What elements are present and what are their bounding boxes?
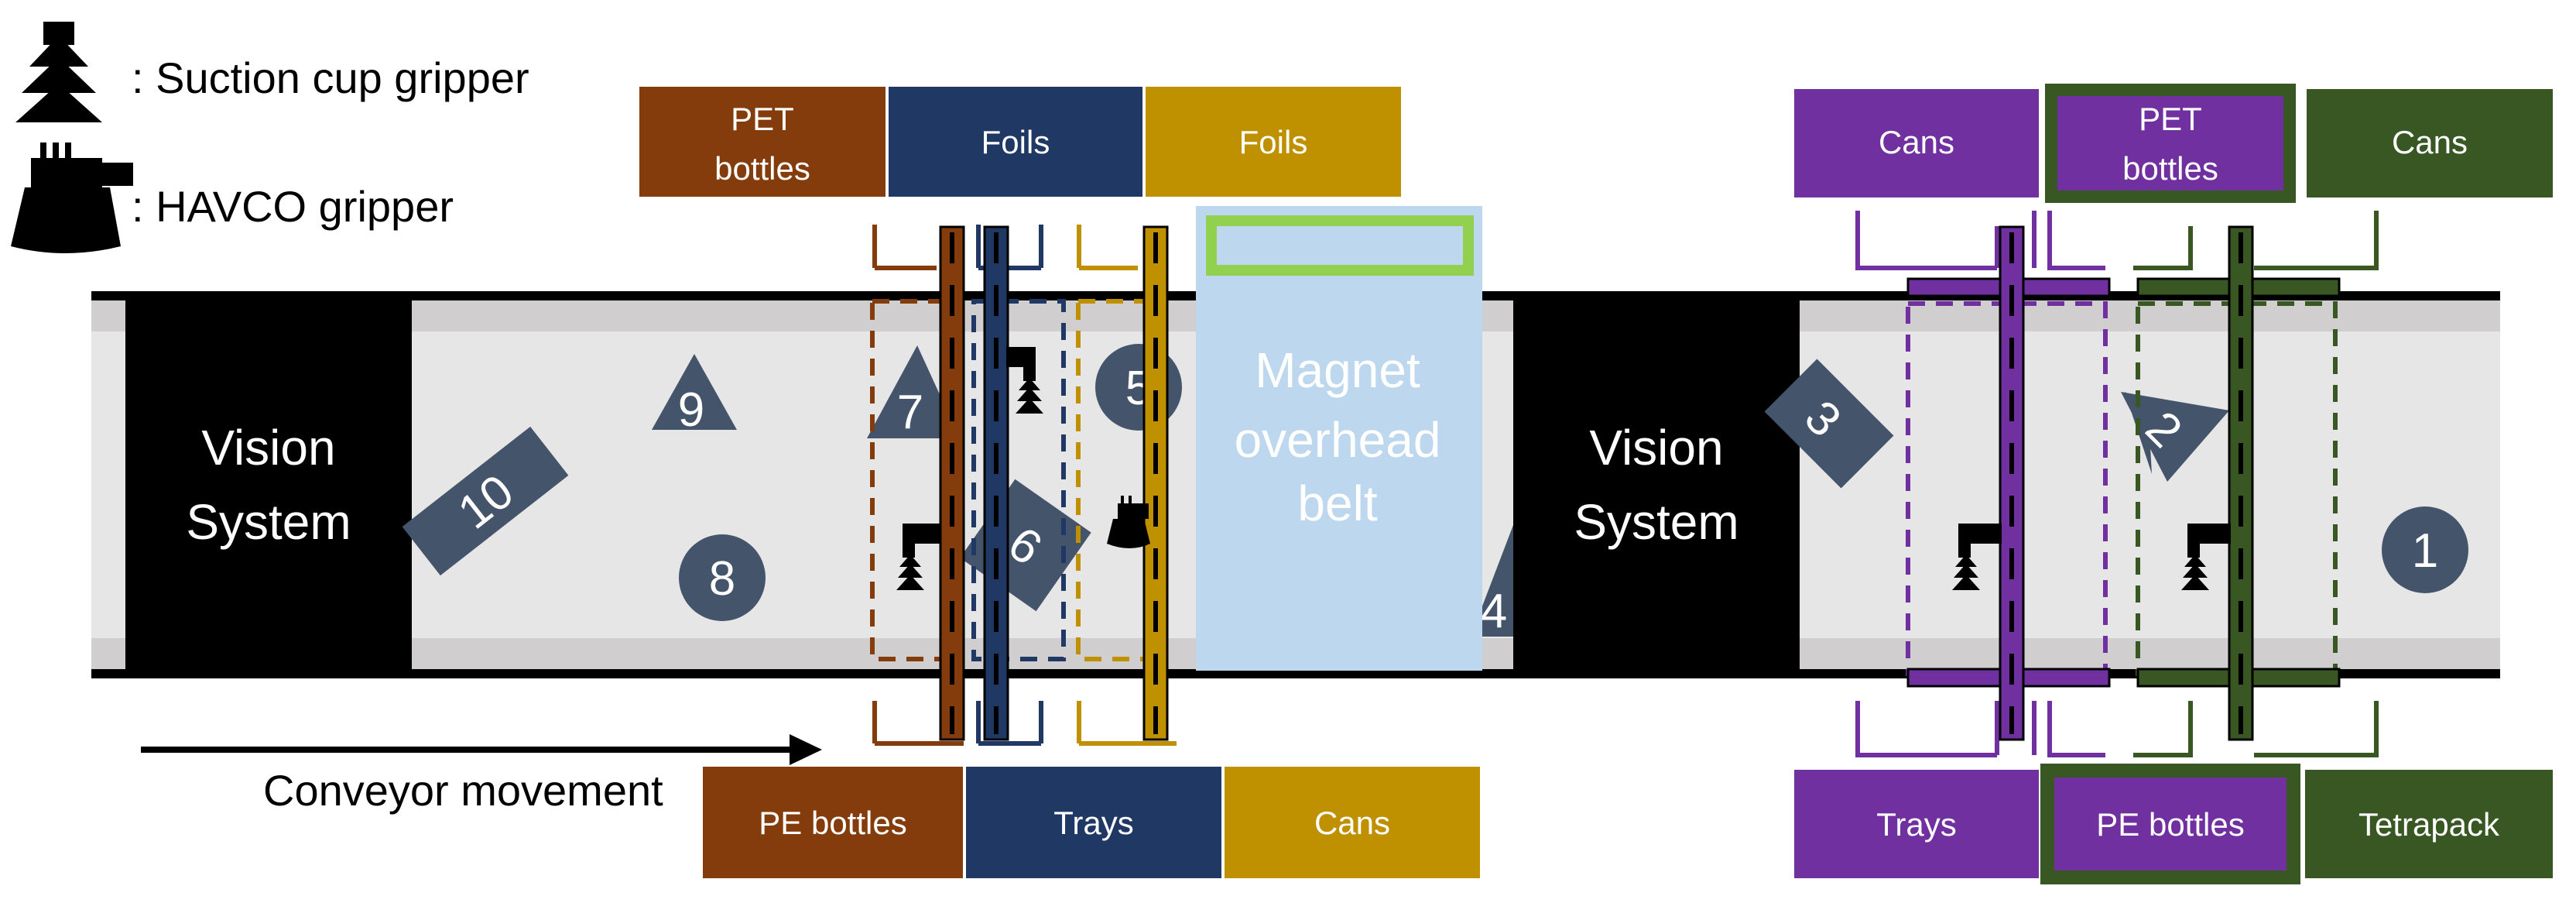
magnet-line1: Magnet bbox=[1255, 342, 1420, 398]
bin-label: Cans bbox=[1314, 805, 1390, 841]
workspace-gold bbox=[1076, 299, 1150, 661]
bin-top-right-1: Cans bbox=[1794, 89, 2039, 197]
suction-cup-gripper-icon bbox=[1006, 347, 1043, 414]
bin-label: PE bottles bbox=[759, 805, 906, 841]
bins-bottom-left: PE bottles Trays Cans bbox=[703, 767, 1480, 878]
suction-cup-gripper-icon bbox=[1952, 524, 2002, 590]
bracket-top-purple-2 bbox=[2032, 211, 2105, 270]
gantry-rail-gold bbox=[1142, 225, 1169, 741]
object-3: 3 bbox=[1764, 359, 1894, 489]
bin-label-line2: bottles bbox=[2122, 150, 2218, 187]
gantry-rail-navy bbox=[983, 225, 1009, 741]
magnet-line2: overhead bbox=[1235, 412, 1441, 468]
bin-top-left-2: Foils bbox=[889, 87, 1142, 197]
bin-top-left-1: PET bottles bbox=[639, 87, 886, 197]
svg-text:8: 8 bbox=[709, 552, 735, 606]
gantry-rail-purple bbox=[1999, 225, 2025, 741]
svg-text:9: 9 bbox=[678, 383, 704, 437]
bin-fill bbox=[1146, 87, 1401, 197]
magnet-line3: belt bbox=[1297, 476, 1377, 531]
bracket-bottom-purple-2 bbox=[2032, 701, 2105, 757]
vision-system-1: Vision System bbox=[125, 291, 412, 678]
havco-gripper-icon bbox=[11, 142, 133, 253]
bin-label: Trays bbox=[1876, 806, 1956, 843]
bin-label: Tetrapack bbox=[2358, 806, 2500, 843]
object-9: 9 bbox=[652, 354, 737, 437]
vision-system-2: Vision System bbox=[1513, 291, 1800, 678]
magnet-belt-body bbox=[1196, 206, 1482, 671]
workspace-brown bbox=[870, 299, 944, 661]
vision-1-line1: Vision bbox=[201, 420, 335, 476]
arrow-right-icon bbox=[790, 734, 822, 765]
bin-label: Cans bbox=[2392, 124, 2468, 160]
conveyor-movement-indicator: Conveyor movement bbox=[141, 734, 822, 815]
bins-top-left: PET bottles Foils Foils bbox=[639, 87, 1401, 197]
bin-fill bbox=[889, 87, 1142, 197]
object-5: 5 bbox=[1095, 344, 1182, 431]
bracket-top-brown bbox=[872, 225, 937, 270]
bin-bottom-left-3: Cans bbox=[1225, 767, 1480, 878]
bracket-top-green-2 bbox=[2254, 211, 2379, 270]
bin-label: PE bottles bbox=[2096, 806, 2244, 843]
bin-top-right-2: PET bottles bbox=[2045, 84, 2296, 203]
svg-text:7: 7 bbox=[897, 386, 923, 439]
bin-fill bbox=[639, 87, 886, 197]
svg-text:1: 1 bbox=[2412, 524, 2438, 578]
magnet-belt-accent bbox=[1206, 215, 1474, 276]
bracket-bottom-purple-1 bbox=[1855, 701, 1999, 757]
bins-bottom-right: Trays PE bottles Tetrapack bbox=[1794, 764, 2553, 884]
object-8: 8 bbox=[679, 534, 766, 621]
bracket-top-purple-1 bbox=[1855, 211, 1999, 270]
legend: : Suction cup gripper : HAVCO gripper bbox=[11, 22, 529, 253]
havco-gripper-icon bbox=[1107, 496, 1150, 548]
legend-suction-label: : Suction cup gripper bbox=[132, 53, 529, 102]
bracket-bottom-navy bbox=[976, 701, 1043, 746]
bin-top-left-3: Foils bbox=[1146, 87, 1401, 197]
bin-label-line2: bottles bbox=[714, 150, 810, 187]
vision-2-line2: System bbox=[1574, 494, 1738, 550]
object-7: 7 bbox=[867, 345, 960, 439]
bracket-top-green-1 bbox=[2133, 226, 2193, 270]
bracket-bottom-green-2 bbox=[2254, 701, 2379, 757]
bin-label: Cans bbox=[1879, 124, 1954, 160]
bin-label: Foils bbox=[1239, 124, 1308, 160]
workspace-navy bbox=[971, 299, 1066, 661]
bin-bottom-right-3: Tetrapack bbox=[2305, 770, 2553, 878]
bin-label: Foils bbox=[981, 124, 1050, 160]
bracket-bottom-brown bbox=[872, 701, 964, 746]
object-2: 2 bbox=[2121, 392, 2229, 482]
right-robot-cell bbox=[1855, 211, 2379, 757]
left-robot-cell bbox=[870, 225, 1177, 746]
bin-label-line1: PET bbox=[2139, 101, 2202, 137]
svg-text:4: 4 bbox=[1481, 585, 1507, 638]
bin-bottom-left-2: Trays bbox=[966, 767, 1221, 878]
bracket-bottom-green-1 bbox=[2133, 701, 2193, 757]
bracket-top-gold bbox=[1077, 225, 1138, 270]
bin-label: Trays bbox=[1053, 805, 1133, 841]
gantry-rail-green bbox=[2228, 225, 2254, 741]
suction-cup-gripper-icon bbox=[2181, 524, 2231, 590]
vision-1-line2: System bbox=[186, 494, 351, 550]
bracket-bottom-gold bbox=[1077, 701, 1177, 746]
bins-top-right: Cans PET bottles Cans bbox=[1794, 84, 2553, 203]
bin-top-right-3: Cans bbox=[2307, 89, 2553, 197]
bin-bottom-right-1: Trays bbox=[1794, 770, 2039, 878]
magnet-overhead-belt: Magnet overhead belt bbox=[1196, 206, 1482, 671]
bin-bottom-right-2: PE bottles bbox=[2040, 764, 2300, 884]
conveyor-movement-label: Conveyor movement bbox=[263, 766, 663, 815]
bin-label-line1: PET bbox=[731, 101, 794, 137]
object-1: 1 bbox=[2382, 506, 2468, 593]
bin-bottom-left-1: PE bottles bbox=[703, 767, 963, 878]
legend-havco-label: : HAVCO gripper bbox=[132, 182, 454, 231]
vision-2-line1: Vision bbox=[1589, 420, 1723, 476]
suction-cup-gripper-icon bbox=[15, 22, 102, 122]
gantry-rail-brown bbox=[939, 225, 965, 741]
suction-cup-gripper-icon bbox=[896, 524, 941, 590]
